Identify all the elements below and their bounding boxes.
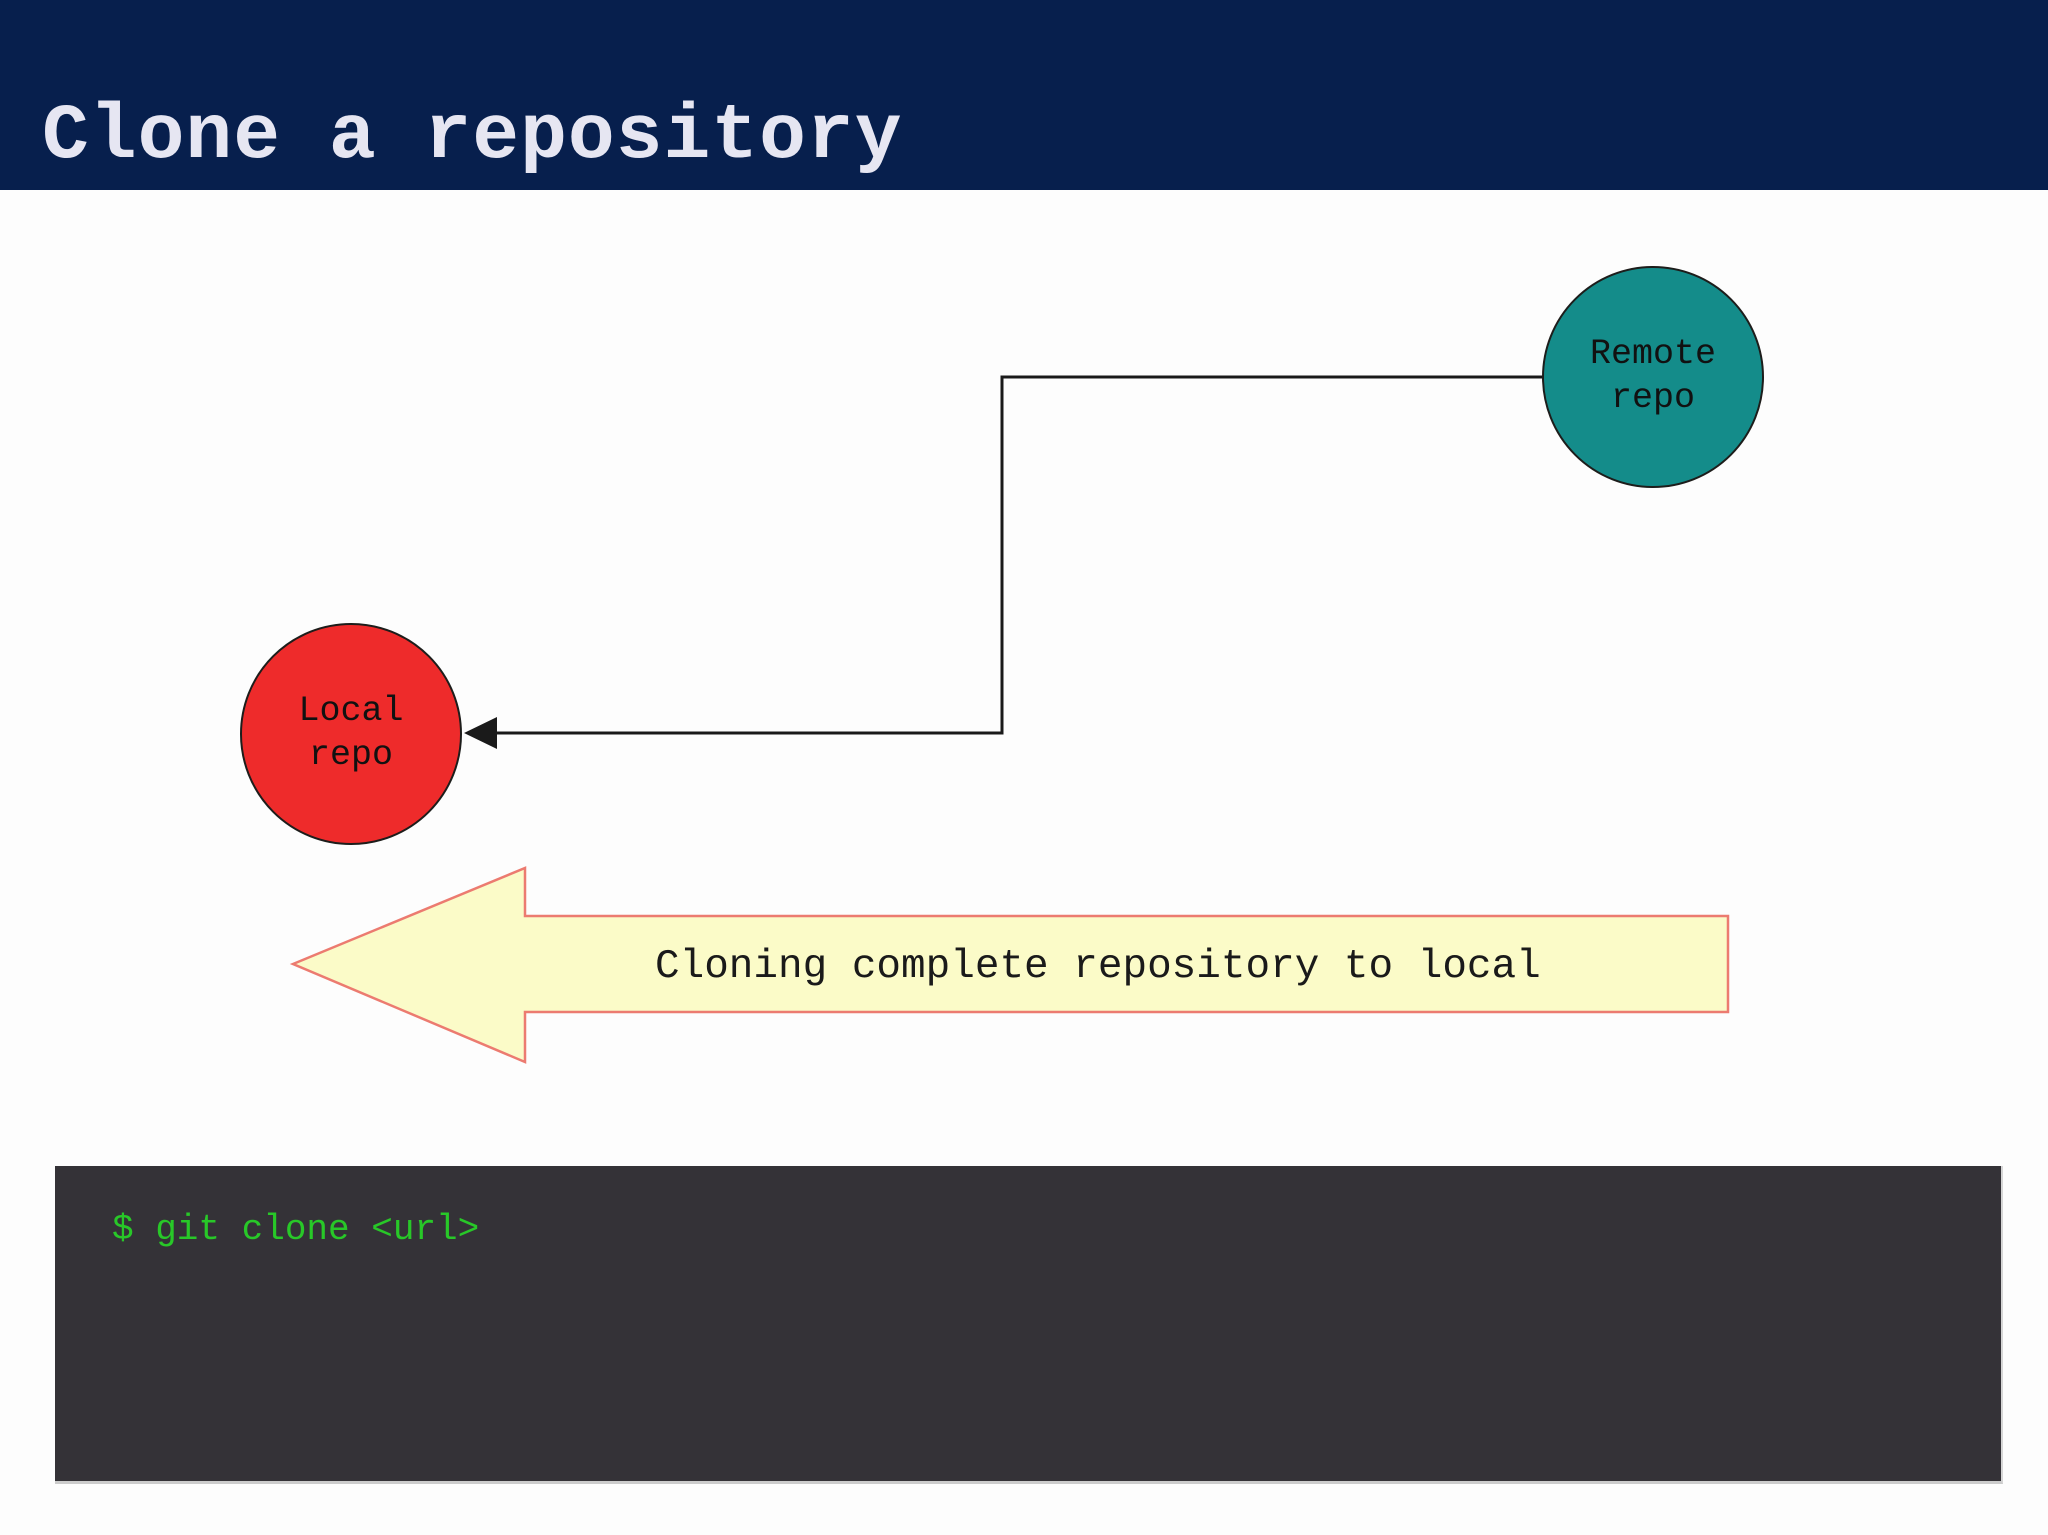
- block-arrow-label: Cloning complete repository to local: [655, 944, 1541, 990]
- connector-line: [470, 375, 1542, 735]
- remote-repo-node: Remote repo: [1542, 266, 1764, 488]
- local-repo-label: Local repo: [298, 691, 404, 775]
- terminal-box: $ git clone <url>: [55, 1166, 2003, 1484]
- local-repo-node: Local repo: [240, 623, 462, 845]
- terminal-command: $ git clone <url>: [112, 1209, 480, 1250]
- connector-arrowhead-icon: [464, 717, 497, 749]
- remote-repo-label: Remote repo: [1589, 334, 1717, 418]
- header-bar: Clone a repository: [0, 0, 2048, 190]
- page-title: Clone a repository: [42, 93, 903, 181]
